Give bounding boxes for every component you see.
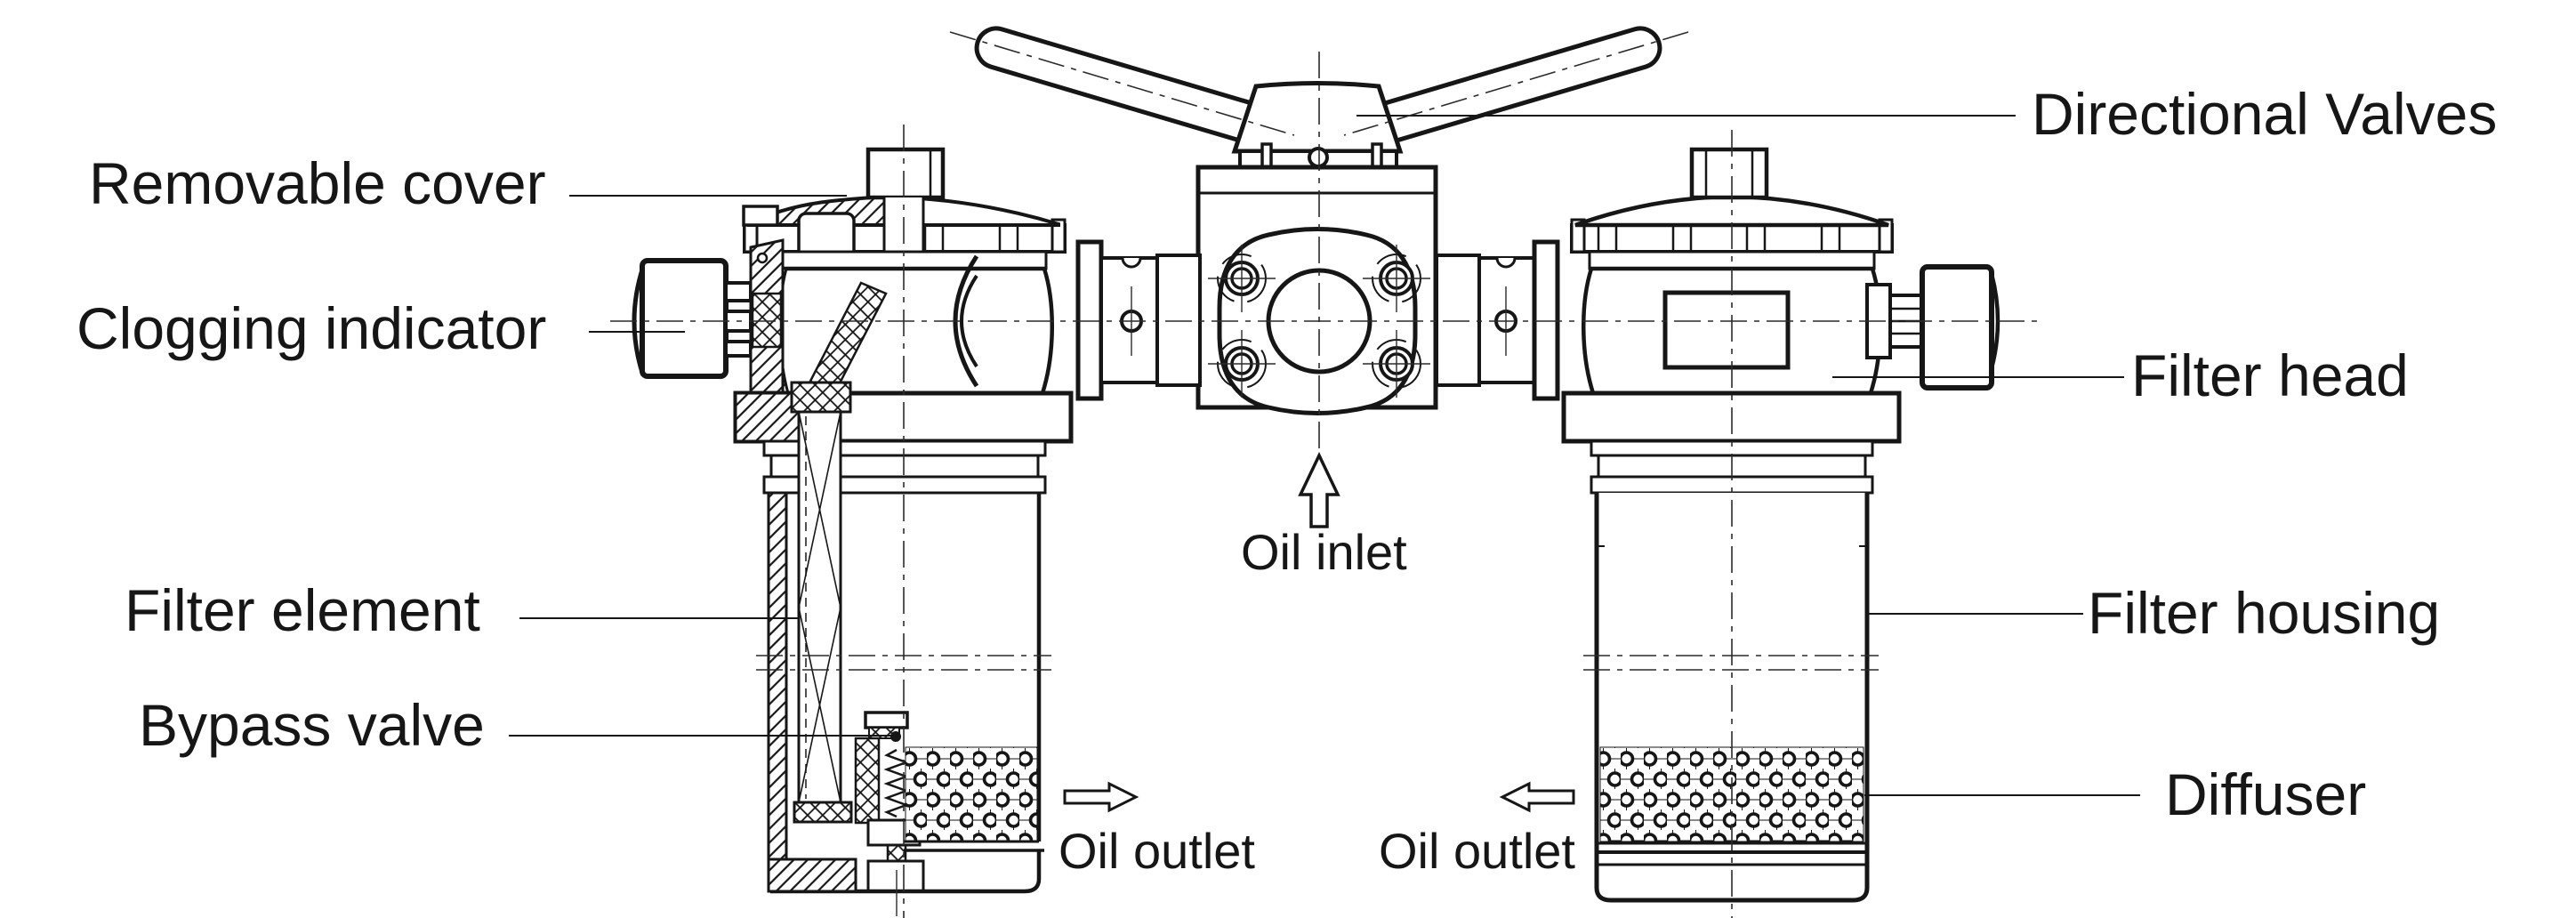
oil-outlet-left-arrow-icon	[1063, 781, 1139, 813]
centerlines	[610, 31, 2039, 918]
labels: Removable cover Clogging indicator Filte…	[76, 81, 2497, 879]
bypass-valve-label: Bypass valve	[139, 692, 485, 758]
crosshairs	[896, 245, 1507, 916]
leader-lines	[509, 115, 2140, 796]
directional-valves-label: Directional Valves	[2032, 81, 2497, 147]
oil-inlet-label: Oil inlet	[1241, 524, 1407, 580]
left-diffuser-band	[905, 746, 1038, 842]
oil-outlet-right-arrow-icon	[1499, 781, 1575, 813]
left-connection-pipe	[1075, 239, 1202, 401]
filter-head-label: Filter head	[2131, 342, 2409, 408]
diffuser-label: Diffuser	[2165, 761, 2366, 827]
oil-outlet-left-label: Oil outlet	[1059, 823, 1255, 879]
removable-cover-label: Removable cover	[89, 150, 546, 216]
clogging-indicator-label: Clogging indicator	[76, 295, 546, 361]
right-connection-pipe	[1435, 239, 1560, 401]
valve-handle	[974, 26, 1662, 169]
directional-valve-block	[1195, 165, 1438, 415]
oil-outlet-right-label: Oil outlet	[1379, 823, 1575, 879]
filter-element-label: Filter element	[125, 577, 480, 643]
oil-inlet-arrow-icon	[1298, 451, 1340, 528]
head-label-plate	[1662, 290, 1791, 370]
left-filter-section	[632, 147, 1074, 894]
filter-housing-label: Filter housing	[2088, 580, 2440, 646]
filter-housing-body	[1594, 493, 1870, 903]
filter-element	[790, 381, 853, 824]
